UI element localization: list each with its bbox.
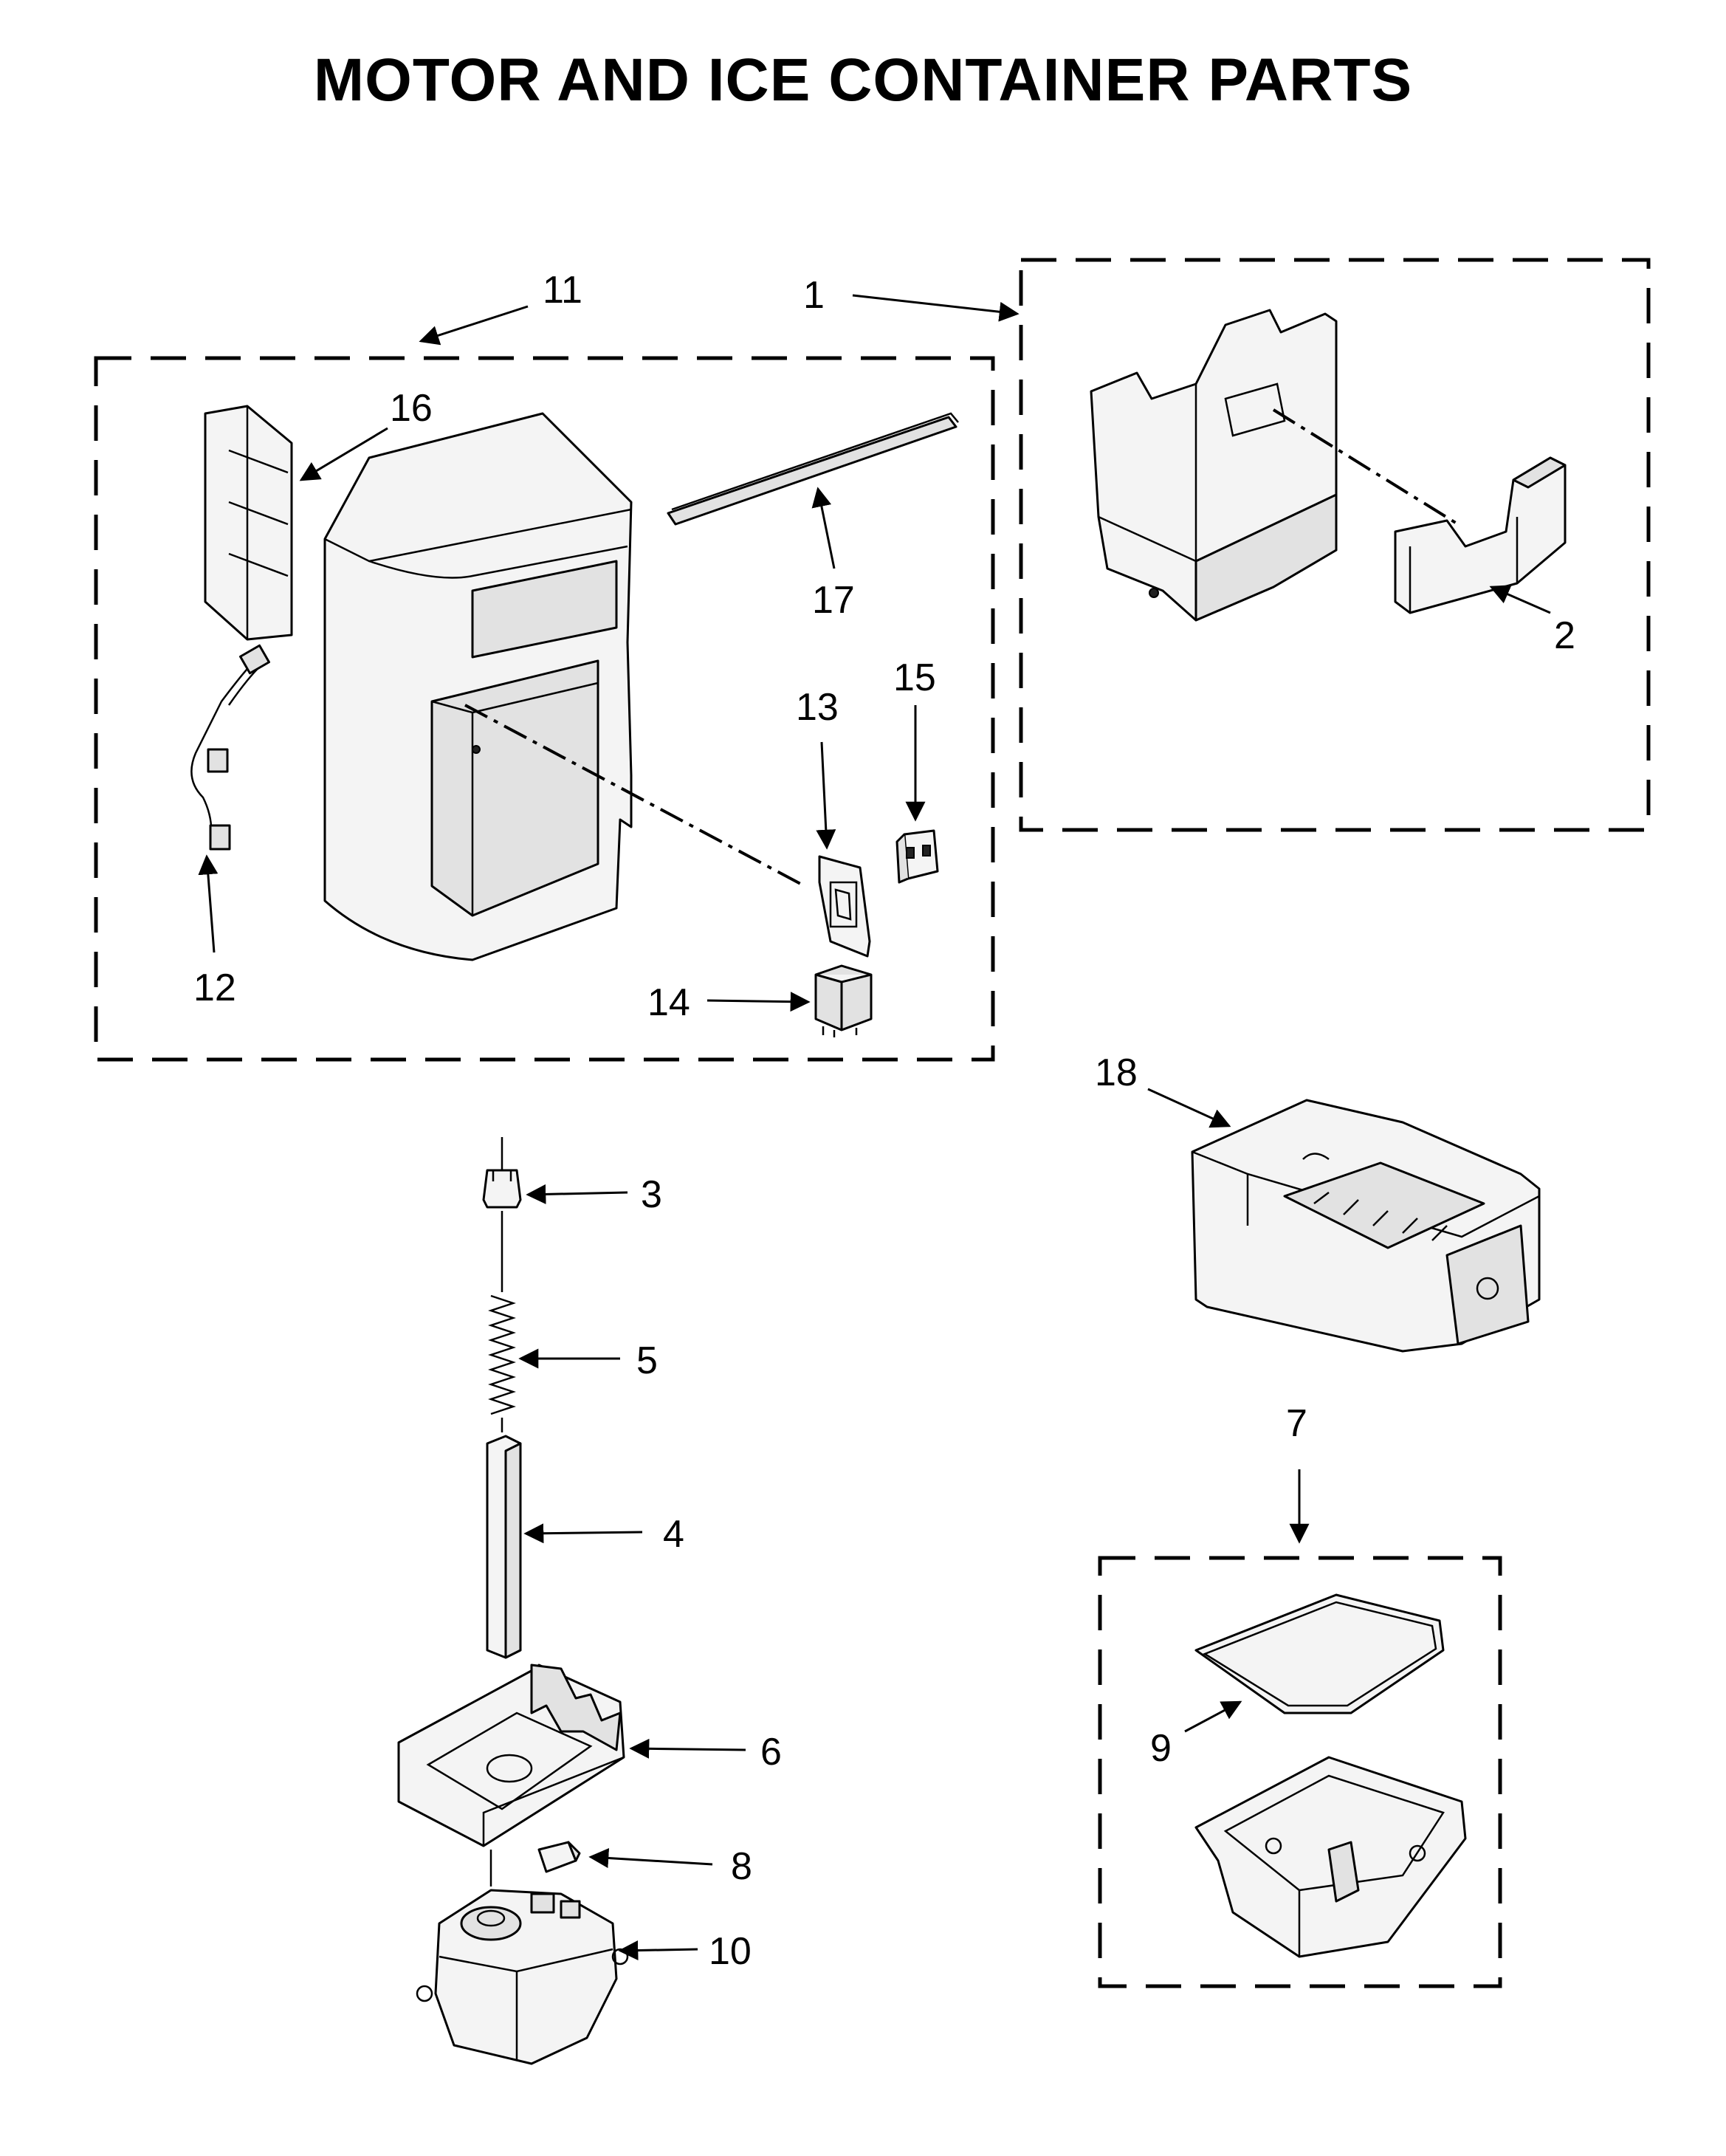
part-2-front-bracket — [1394, 456, 1567, 614]
callout-2: 2 — [1554, 614, 1575, 657]
arrow-14 — [706, 992, 811, 1012]
part-13-switch-bracket — [818, 855, 871, 958]
callout-3: 3 — [641, 1173, 662, 1216]
part-6-motor-mount-bracket — [397, 1664, 625, 1847]
arrow-1 — [852, 294, 1020, 322]
callout-17: 17 — [812, 579, 855, 622]
part-9-tray-gasket — [1194, 1593, 1445, 1714]
group-box-ice-tray — [1098, 1556, 1502, 1988]
part-3-auger-coupler — [482, 1137, 522, 1209]
arrow-9 — [1184, 1700, 1242, 1733]
part-12-wire-harness — [190, 644, 270, 851]
arrow-4 — [523, 1523, 643, 1544]
arrow-8 — [588, 1847, 713, 1868]
part-5-auger-spring — [488, 1294, 516, 1432]
callout-1: 1 — [803, 274, 825, 317]
arrow-3 — [526, 1184, 628, 1204]
arrow-18 — [1147, 1088, 1231, 1128]
part-14-door-switch — [814, 964, 873, 1037]
callout-18: 18 — [1095, 1051, 1138, 1094]
part-11-housing — [323, 412, 633, 961]
callout-labels: 1 2 3 4 5 6 7 8 9 10 11 12 13 14 15 16 1… — [193, 269, 1575, 1973]
arrow-17 — [811, 487, 836, 569]
arrow-6 — [629, 1738, 746, 1759]
callout-16: 16 — [390, 387, 433, 430]
arrow-13 — [816, 741, 836, 850]
part-18-ice-maker — [1191, 1099, 1541, 1353]
part-7-ice-tray-base — [1194, 1756, 1467, 1958]
callout-15: 15 — [893, 656, 936, 699]
assembly-line-13 — [464, 704, 805, 888]
part-8-bushing — [537, 1841, 581, 1873]
callout-11: 11 — [543, 269, 582, 312]
callout-arrows — [198, 294, 1551, 1961]
part-15-small-switch — [895, 829, 939, 884]
arrow-10 — [618, 1940, 698, 1961]
callout-9: 9 — [1150, 1727, 1172, 1770]
arrow-11 — [419, 305, 529, 346]
assembly-line-2 — [1272, 408, 1459, 526]
arrow-16 — [299, 427, 388, 481]
callout-5: 5 — [636, 1339, 658, 1382]
callout-8: 8 — [731, 1845, 752, 1888]
part-17-seal-strip — [667, 412, 959, 526]
callout-10: 10 — [709, 1930, 752, 1973]
callout-6: 6 — [760, 1731, 782, 1774]
part-10-auger-motor — [416, 1889, 629, 2065]
callout-13: 13 — [796, 686, 839, 729]
group-box-housing — [94, 356, 995, 1062]
arrow-12 — [198, 854, 219, 953]
callout-14: 14 — [647, 981, 690, 1024]
part-16-side-panel — [204, 405, 293, 641]
page-title: MOTOR AND ICE CONTAINER PARTS — [313, 47, 1413, 114]
arrow-2 — [1489, 585, 1551, 614]
callout-7: 7 — [1286, 1402, 1307, 1445]
callout-4: 4 — [663, 1513, 684, 1556]
part-4-auger-shaft — [486, 1435, 522, 1659]
group-box-ice-container — [1019, 258, 1651, 832]
part-1-ice-container — [1090, 309, 1338, 622]
callout-12: 12 — [193, 967, 236, 1009]
